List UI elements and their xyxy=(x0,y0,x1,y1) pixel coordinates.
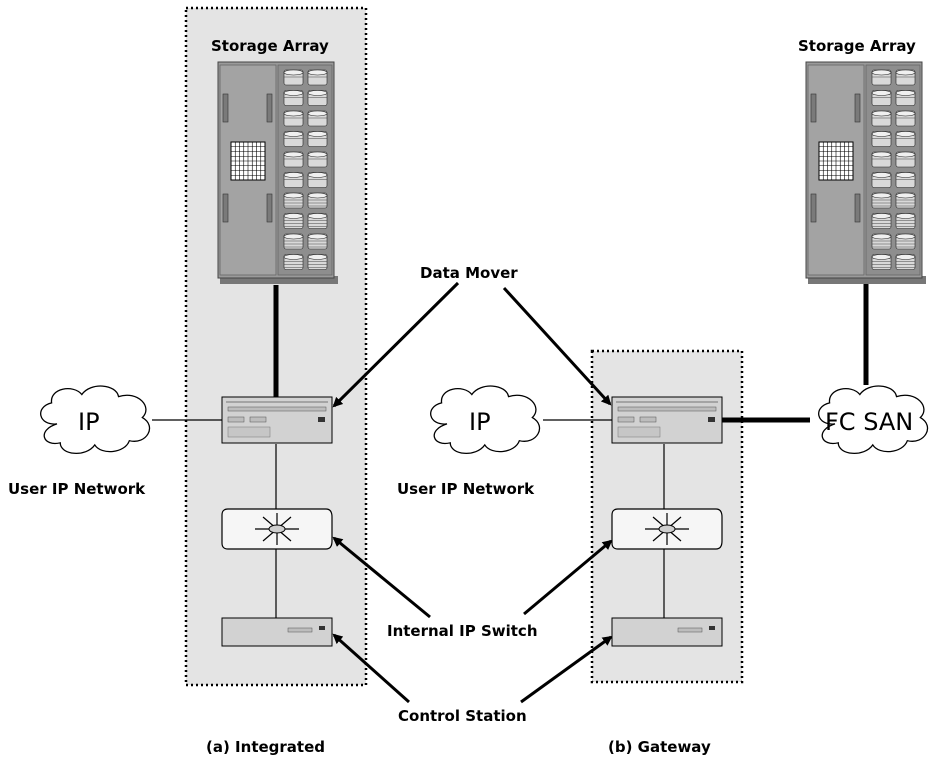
data-mover-icon xyxy=(611,396,723,444)
data-mover-icon xyxy=(221,396,333,444)
control-station-label: Control Station xyxy=(398,707,527,725)
storage-array-icon xyxy=(217,61,338,284)
ip-cloud-label-b: IP xyxy=(469,408,491,436)
arrow-control-a xyxy=(332,633,410,704)
pointer-arrows xyxy=(332,281,613,704)
arrow-data-mover-b xyxy=(502,286,612,406)
data-mover-label: Data Mover xyxy=(420,264,518,282)
control-station-icon xyxy=(611,617,723,647)
internal-ip-switch-label: Internal IP Switch xyxy=(387,622,538,640)
fc-san-cloud-label: FC SAN xyxy=(825,408,914,436)
user-ip-network-label-b: User IP Network xyxy=(397,480,535,498)
connections xyxy=(152,282,869,618)
ip-switch-icon xyxy=(611,508,723,550)
arrow-switch-a xyxy=(332,536,431,619)
user-ip-network-label-a: User IP Network xyxy=(8,480,146,498)
ip-switch-icon xyxy=(221,508,333,550)
arrow-switch-b xyxy=(523,539,613,616)
ip-cloud-label-a: IP xyxy=(78,408,100,436)
storage-array-label-a: Storage Array xyxy=(211,37,329,55)
caption-gateway: (b) Gateway xyxy=(608,738,711,756)
arrow-data-mover-a xyxy=(332,281,460,408)
control-station-icon xyxy=(221,617,333,647)
caption-integrated: (a) Integrated xyxy=(206,738,325,756)
storage-array-label-b: Storage Array xyxy=(798,37,916,55)
storage-array-icon xyxy=(805,61,926,284)
arrow-control-b xyxy=(520,635,613,704)
